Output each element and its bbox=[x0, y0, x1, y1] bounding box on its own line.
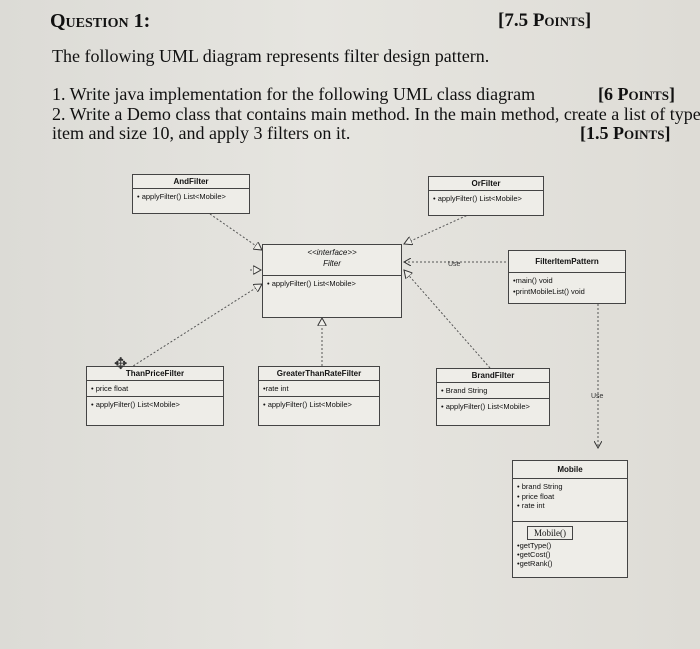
class-brandfilter[interactable]: BrandFilter • Brand String • applyFilter… bbox=[436, 368, 550, 426]
connector-brand-filter bbox=[404, 270, 491, 369]
class-andfilter-name: AndFilter bbox=[133, 175, 249, 189]
intro-text: The following UML diagram represents fil… bbox=[52, 46, 490, 66]
connector-orfilter-filter bbox=[404, 213, 471, 244]
class-mobile-name: Mobile bbox=[513, 461, 627, 479]
class-brandfilter-method: • applyFilter() List<Mobile> bbox=[441, 402, 530, 411]
class-filteritempattern[interactable]: FilterItemPattern •main() void •printMob… bbox=[508, 250, 626, 304]
class-thanpricefilter-attr: • price float bbox=[91, 384, 129, 393]
mobile-method-getcost: •getCost() bbox=[517, 550, 551, 559]
interface-filter-method: • applyFilter() List<Mobile> bbox=[267, 279, 356, 288]
use-label-1: Use bbox=[448, 261, 461, 268]
use-label-2: Use bbox=[591, 393, 604, 400]
mobile-method-gettype: •getType() bbox=[517, 541, 552, 550]
connector-thanprice-filter bbox=[129, 284, 262, 369]
mobile-attr-rate: • rate int bbox=[517, 501, 545, 510]
class-thanpricefilter[interactable]: ThanPriceFilter • price float • applyFil… bbox=[86, 366, 224, 426]
mobile-constructor: Mobile() bbox=[527, 526, 573, 540]
interface-filter-name: Filter bbox=[323, 259, 341, 268]
class-filteritempattern-name: FilterItemPattern bbox=[509, 251, 625, 273]
task-2-continued-text: item and size 10, and apply 3 filters on… bbox=[52, 123, 351, 143]
pattern-method-main: •main() void bbox=[513, 276, 553, 285]
class-orfilter-method: • applyFilter() List<Mobile> bbox=[433, 194, 522, 203]
question-title: Question 1: bbox=[50, 10, 151, 32]
class-andfilter[interactable]: AndFilter • applyFilter() List<Mobile> bbox=[132, 174, 250, 214]
pattern-method-print: •printMobileList() void bbox=[513, 287, 585, 296]
mobile-method-getrank: •getRank() bbox=[517, 559, 553, 568]
question-points: [7.5 Points] bbox=[498, 10, 592, 31]
class-greaterthanratefilter-name: GreaterThanRateFilter bbox=[259, 367, 379, 381]
mouse-cursor-icon: ✥ bbox=[114, 354, 128, 373]
class-andfilter-method: • applyFilter() List<Mobile> bbox=[137, 192, 226, 201]
class-mobile[interactable]: Mobile • brand String • price float • ra… bbox=[512, 460, 628, 578]
class-thanpricefilter-name: ThanPriceFilter bbox=[87, 367, 223, 381]
task-1-points: [6 Points] bbox=[598, 84, 675, 104]
interface-stereotype: <<interface>> bbox=[307, 248, 357, 257]
task-2-points: [1.5 Points] bbox=[580, 123, 671, 143]
class-orfilter[interactable]: OrFilter • applyFilter() List<Mobile> bbox=[428, 176, 544, 216]
class-brandfilter-attr: • Brand String bbox=[441, 386, 488, 395]
connector-andfilter-filter bbox=[209, 213, 262, 250]
class-orfilter-name: OrFilter bbox=[429, 177, 543, 191]
class-greaterthanratefilter[interactable]: GreaterThanRateFilter •rate int • applyF… bbox=[258, 366, 380, 426]
class-greaterthanratefilter-attr: •rate int bbox=[263, 384, 289, 393]
class-brandfilter-name: BrandFilter bbox=[437, 369, 549, 383]
interface-filter[interactable]: <<interface>> Filter • applyFilter() Lis… bbox=[262, 244, 402, 318]
task-1-text: 1. Write java implementation for the fol… bbox=[52, 84, 536, 104]
mobile-attr-brand: • brand String bbox=[517, 482, 563, 491]
mobile-attr-price: • price float bbox=[517, 492, 555, 501]
class-thanpricefilter-method: • applyFilter() List<Mobile> bbox=[91, 400, 180, 409]
task-2-text: 2. Write a Demo class that contains main… bbox=[52, 104, 700, 124]
class-greaterthanratefilter-method: • applyFilter() List<Mobile> bbox=[263, 400, 352, 409]
